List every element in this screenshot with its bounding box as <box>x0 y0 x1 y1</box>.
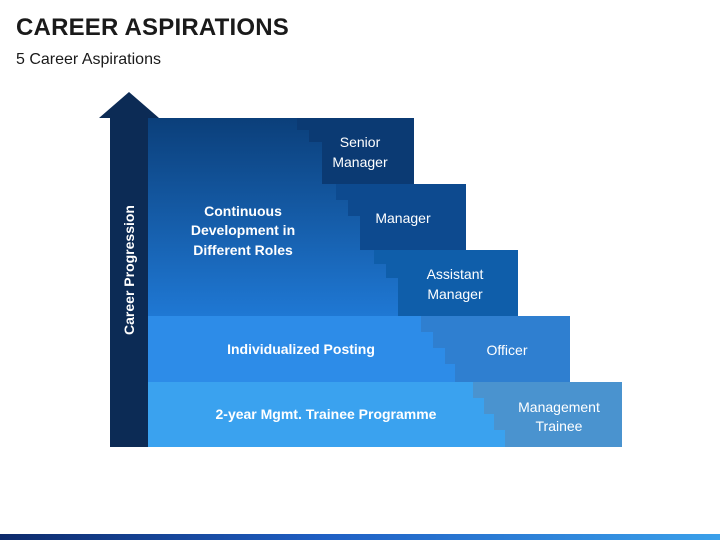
level-label-management-trainee-line2: Trainee <box>536 418 583 434</box>
band-label-middle: Individualized Posting <box>227 341 375 357</box>
band-label-top-line1: Continuous <box>204 203 282 219</box>
level-label-senior-manager-line2: Manager <box>332 154 388 170</box>
level-label-manager: Manager <box>375 210 431 226</box>
footer-accent-bar <box>0 534 720 540</box>
page-title: CAREER ASPIRATIONS <box>16 14 289 41</box>
level-label-senior-manager-line1: Senior <box>340 134 381 150</box>
level-label-assistant-manager-line1: Assistant <box>427 266 484 282</box>
page-subtitle: 5 Career Aspirations <box>16 51 161 68</box>
band-label-top-line2: Development in <box>191 222 295 238</box>
level-label-assistant-manager-line2: Manager <box>427 286 483 302</box>
band-label-bottom: 2-year Mgmt. Trainee Programme <box>216 406 437 422</box>
career-progression-arrow-icon <box>99 92 159 447</box>
career-progression-label: Career Progression <box>121 205 137 335</box>
band-continuous-development <box>148 118 398 316</box>
band-individualized-posting <box>148 316 455 382</box>
band-trainee-programme <box>148 382 505 447</box>
level-label-officer: Officer <box>487 342 528 358</box>
level-label-management-trainee-line1: Management <box>518 399 600 415</box>
band-label-top-line3: Different Roles <box>193 242 293 258</box>
